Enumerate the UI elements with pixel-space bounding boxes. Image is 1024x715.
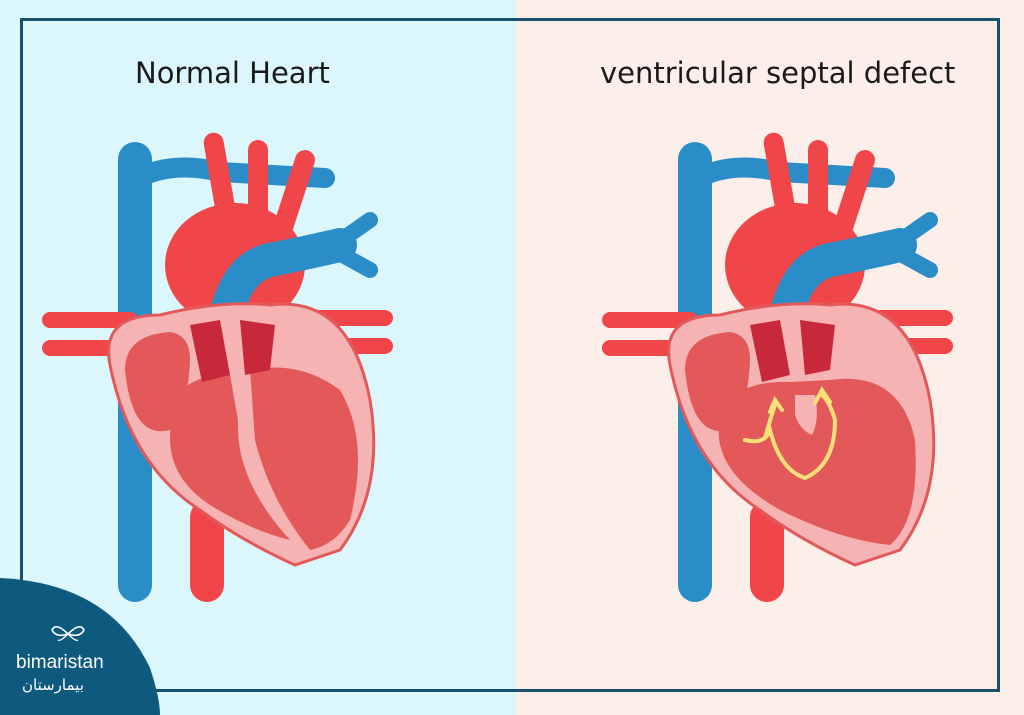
logo-arabic-name: بيمارستان (22, 676, 84, 694)
normal-heart-illustration (42, 132, 393, 602)
logo-background (0, 578, 160, 715)
heart-body (667, 302, 936, 567)
vsd-heart-illustration (602, 132, 953, 602)
normal-heart-title: Normal Heart (135, 56, 330, 90)
logo-name: bimaristan (16, 652, 104, 673)
heart-body (107, 302, 376, 567)
shunt-arrow-icon (743, 386, 838, 481)
descending-aorta (190, 500, 224, 602)
vsd-title: ventricular septal defect (600, 56, 956, 90)
butterfly-logo-icon (51, 626, 85, 642)
descending-aorta (750, 500, 784, 602)
septal-defect-gap (795, 395, 817, 435)
